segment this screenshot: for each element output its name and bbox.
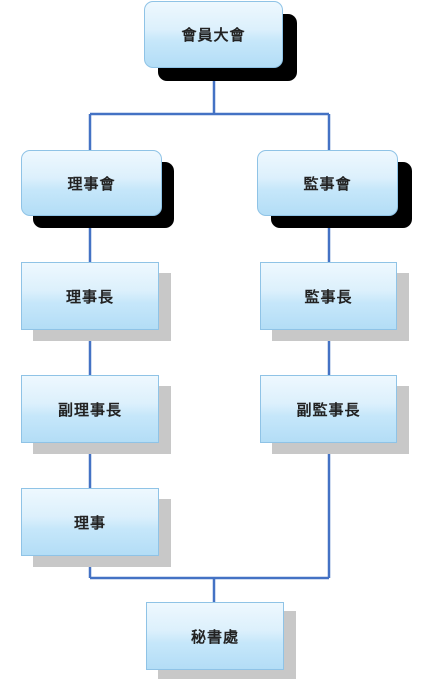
node-label-secretariat: 秘書處	[190, 627, 239, 646]
node-board-of-supervisors: 監事會	[257, 150, 412, 228]
node-director: 理事	[21, 488, 171, 567]
node-label-general-assembly: 會員大會	[181, 26, 246, 44]
node-label-director: 理事	[73, 513, 106, 532]
node-box: 副理事長	[21, 375, 159, 443]
node-chairman: 理事長	[21, 262, 171, 341]
node-box: 秘書處	[146, 602, 284, 670]
node-box: 理事會	[21, 150, 162, 216]
node-general-assembly: 會員大會	[144, 1, 297, 81]
node-vice-chief-supervisor: 副監事長	[260, 375, 409, 454]
node-box: 監事長	[260, 262, 397, 330]
node-chief-supervisor: 監事長	[260, 262, 409, 341]
node-board-of-directors: 理事會	[21, 150, 174, 228]
node-box: 監事會	[257, 150, 398, 216]
node-vice-chairman: 副理事長	[21, 375, 171, 454]
node-box: 理事	[21, 488, 159, 556]
node-label-vice-chairman: 副理事長	[57, 400, 122, 419]
node-label-chief-supervisor: 監事長	[304, 287, 353, 306]
node-label-chairman: 理事長	[65, 287, 114, 306]
node-box: 會員大會	[144, 1, 283, 68]
node-secretariat: 秘書處	[146, 602, 296, 679]
node-box: 理事長	[21, 262, 159, 330]
node-box: 副監事長	[260, 375, 397, 443]
node-label-vice-chief-supervisor: 副監事長	[296, 400, 361, 419]
node-label-board-of-supervisors: 監事會	[303, 174, 352, 193]
node-label-board-of-directors: 理事會	[67, 174, 116, 193]
